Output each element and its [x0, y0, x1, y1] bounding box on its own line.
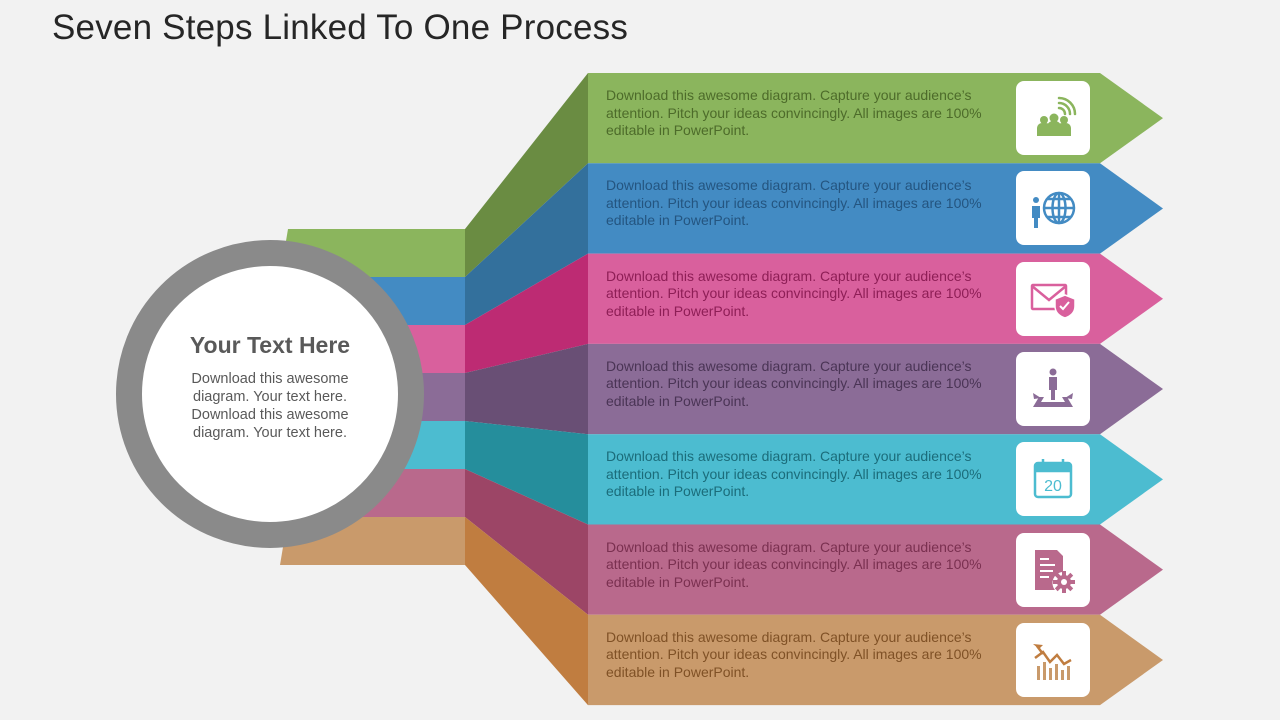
center-heading: Your Text Here — [189, 332, 351, 358]
step-3-icon-box — [1016, 261, 1090, 336]
center-ring — [116, 240, 424, 548]
step-connector — [465, 73, 588, 277]
center-body-text: Download this awesome diagram. Your text… — [191, 371, 349, 441]
step-4-icon-box — [1016, 351, 1090, 426]
step-4-text: Download this awesome diagram. Capture y… — [606, 357, 982, 409]
step-7-icon-box — [1016, 622, 1090, 697]
step-5-icon-box: 20 — [1016, 442, 1090, 517]
step-connector — [465, 421, 588, 525]
step-6-text: Download this awesome diagram. Capture y… — [606, 538, 982, 590]
growth-chart-icon — [1033, 643, 1072, 680]
decision-paths-icon — [1033, 368, 1073, 407]
step-2-icon-box — [1016, 171, 1090, 246]
team-broadcast-icon — [1037, 96, 1077, 136]
calendar-icon: 20 — [1033, 459, 1073, 499]
globe-presenter-icon — [1032, 192, 1076, 229]
secure-mail-icon — [1030, 283, 1076, 319]
step-5-text: Download this awesome diagram. Capture y… — [606, 448, 982, 500]
slide-title: Seven Steps Linked To One Process — [52, 8, 629, 47]
step-connector — [465, 163, 588, 325]
step-1-icon-box — [1016, 81, 1090, 155]
step-7-text: Download this awesome diagram. Capture y… — [606, 628, 982, 680]
step-connector — [465, 469, 588, 615]
document-settings-icon — [1035, 549, 1075, 593]
step-3-text: Download this awesome diagram. Capture y… — [606, 267, 982, 319]
step-connector — [465, 253, 588, 373]
step-2-text: Download this awesome diagram. Capture y… — [606, 177, 982, 229]
step-connector — [465, 517, 588, 706]
step-1-text: Download this awesome diagram. Capture y… — [606, 87, 982, 138]
step-connector — [465, 343, 588, 435]
step-6-icon-box — [1016, 532, 1090, 607]
svg-text:20: 20 — [1044, 478, 1062, 495]
